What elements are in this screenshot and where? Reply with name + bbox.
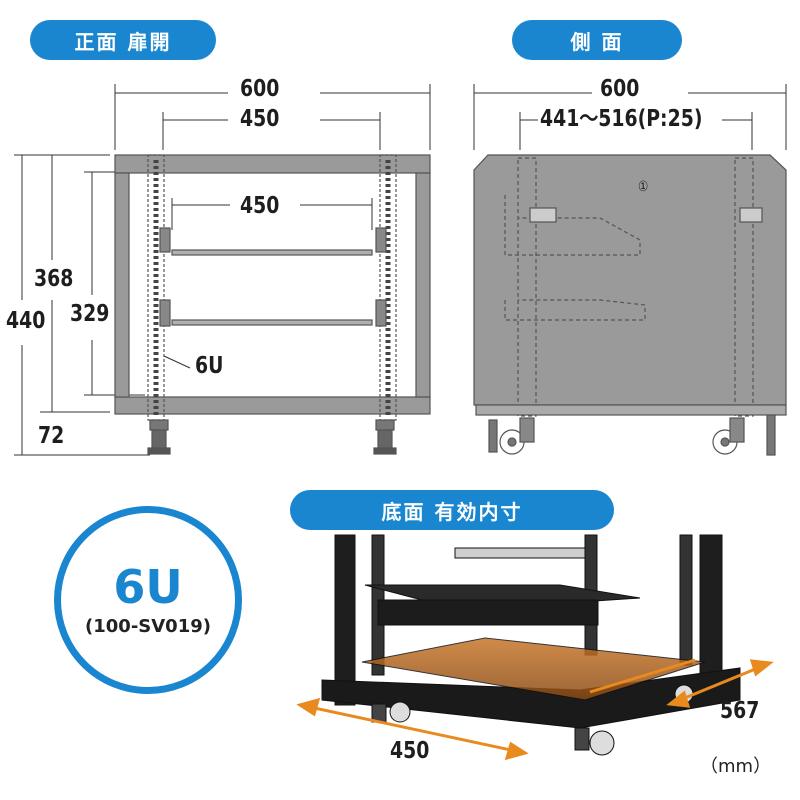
- side-cabinet: [473, 154, 787, 456]
- bottom-view-label: 底面 有効内寸: [290, 490, 614, 530]
- front-view-label: 正面 扉開: [30, 20, 216, 60]
- bottom-dimension-arrows: [296, 658, 774, 761]
- front-height-rail: 329: [70, 301, 110, 327]
- side-view-label: 側 面: [512, 20, 682, 60]
- bottom-depth: 567: [720, 698, 760, 724]
- front-width-rail: 450: [240, 106, 280, 132]
- badge-model: (100-SV019): [85, 615, 211, 637]
- front-width-inner: 450: [240, 193, 280, 219]
- badge-size: 6U: [113, 559, 183, 614]
- front-rack-units: 6U: [195, 353, 224, 379]
- front-dimension-lines: [14, 84, 431, 456]
- front-cabinet: [114, 154, 431, 455]
- side-depth-adjust: 441～516(P:25): [540, 106, 703, 132]
- side-marker: ①: [638, 179, 649, 195]
- front-width-outer: 600: [240, 76, 280, 102]
- bottom-width: 450: [390, 738, 430, 764]
- side-depth-outer: 600: [600, 76, 640, 102]
- size-badge: 6U (100-SV019): [54, 506, 242, 694]
- front-height-caster: 72: [38, 423, 65, 449]
- front-height-body: 368: [34, 266, 74, 292]
- unit-note: （mm）: [700, 756, 772, 777]
- front-height-total: 440: [6, 308, 46, 334]
